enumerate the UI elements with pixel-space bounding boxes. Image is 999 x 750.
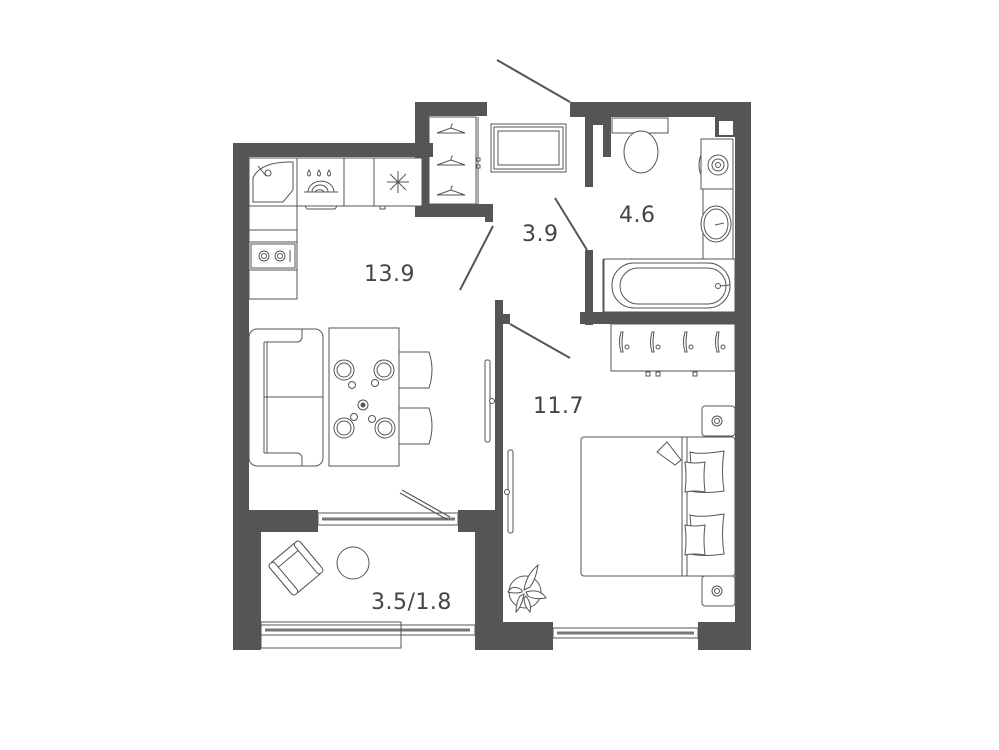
nightstand bbox=[701, 405, 736, 437]
hanger-icon bbox=[436, 123, 466, 196]
bathroom-furniture bbox=[602, 117, 736, 313]
shaft bbox=[717, 119, 735, 137]
hanger-icon bbox=[619, 331, 726, 353]
washing-machine-icon bbox=[707, 154, 729, 176]
dining-table-icon bbox=[328, 327, 400, 467]
room-area-bedroom: 11.7 bbox=[533, 394, 584, 419]
nightstand bbox=[701, 575, 736, 607]
round-table-icon bbox=[336, 546, 370, 580]
plant-icon bbox=[507, 563, 547, 614]
doors bbox=[399, 59, 588, 521]
windows bbox=[260, 512, 699, 649]
snowflake-icon bbox=[387, 171, 409, 193]
bathroom-door bbox=[554, 197, 588, 251]
doormat-icon bbox=[490, 123, 567, 173]
sink-icon bbox=[252, 161, 294, 203]
room-area-hallway: 3.9 bbox=[522, 222, 559, 247]
pillow-icon bbox=[684, 461, 706, 493]
cooktop-icon bbox=[250, 243, 296, 269]
room-area-bathroom: 4.6 bbox=[619, 203, 656, 228]
kitchen-furniture bbox=[248, 157, 495, 467]
balcony-furniture bbox=[268, 540, 370, 596]
balcony-door bbox=[399, 492, 449, 521]
pillow-icon bbox=[684, 524, 706, 556]
dishwasher-icon bbox=[304, 169, 338, 210]
chair-icon bbox=[398, 407, 433, 445]
sofa-icon bbox=[248, 328, 324, 467]
chair-icon bbox=[398, 351, 433, 389]
hallway-furniture bbox=[428, 116, 567, 205]
kitchen-door bbox=[459, 225, 494, 291]
bedroom-door bbox=[509, 323, 571, 359]
room-area-balcony: 3.5/1.8 bbox=[371, 590, 452, 615]
toilet-icon bbox=[623, 130, 659, 174]
room-area-kitchen-living: 13.9 bbox=[364, 262, 415, 287]
washbasin-icon bbox=[700, 205, 732, 243]
entrance-door bbox=[496, 59, 571, 103]
bedroom-furniture bbox=[504, 323, 736, 614]
armchair-icon bbox=[268, 540, 324, 596]
